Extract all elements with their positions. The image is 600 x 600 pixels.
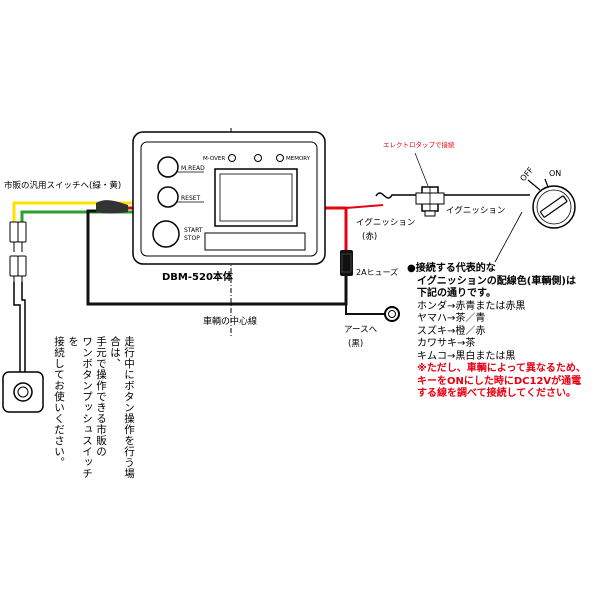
m-over-led: [228, 154, 236, 162]
electro-tap-label: エレクトロタップで接続: [383, 140, 455, 149]
fuse-label: 2Aヒューズ: [356, 267, 398, 277]
wire-bundle: [96, 200, 128, 214]
device-display: [214, 168, 298, 227]
start-stop-button: [152, 220, 180, 248]
push-switch-note: 走行中にボタン操作を行う場合は、 手元で操作できる市販の ワンボタンプッシュスイ…: [52, 336, 136, 486]
mread-button: [157, 156, 179, 178]
note-line: 接続してお使いください。: [53, 336, 65, 468]
info-title-line: イグニッションの配線色(車輌側)は: [417, 275, 576, 287]
maker-line: ホンダ→赤青または赤黒: [417, 300, 526, 312]
green-wire: [20, 210, 133, 222]
ground-label-1: アースへ: [344, 325, 378, 335]
vehicle-ignition-wire: [375, 192, 530, 199]
maker-line: カワサキ→茶: [417, 338, 476, 349]
ignition-red-label-2: (赤): [362, 232, 377, 242]
warning-line: する線を調べて接続してください。: [417, 388, 576, 399]
key-on-label: ON: [549, 169, 561, 178]
mread-label: M.READ: [181, 165, 205, 172]
reset-label: RESET: [181, 195, 201, 202]
ignition-vehicle-label: イグニッション: [446, 205, 505, 216]
maker-line: ヤマハ→茶／青: [417, 313, 486, 324]
key-off-label: OFF: [518, 165, 535, 183]
center-line-label: 車輌の中心線: [203, 315, 257, 327]
maker-line: キムコ→黒白または黒: [417, 350, 516, 362]
note-line: 走行中にボタン操作を行う場合は、: [109, 336, 135, 479]
ground-wire: [345, 300, 386, 315]
memory-led: [276, 154, 284, 162]
push-switch-button: [13, 382, 33, 402]
ground-label-2: (黒): [348, 339, 363, 349]
device-name: DBM-520本体: [162, 270, 234, 283]
switch-wire-label: 市販の汎用スイッチへ(緑・黄): [4, 180, 121, 191]
maker-line: スズキ→橙／赤: [417, 325, 486, 337]
device-frame: [140, 141, 318, 257]
key-slot: [540, 195, 568, 218]
note-line: 手元で操作できる市販の: [95, 336, 107, 457]
switch-cable-2: [21, 282, 26, 372]
ignition-tap-wire: [345, 204, 384, 209]
electro-tap: [415, 186, 445, 217]
electro-tap-leader: [414, 152, 429, 187]
warning-line: ※ただし、車輌によって異なるため、: [417, 363, 586, 374]
m-over-label: M-OVER: [203, 156, 225, 162]
info-title-line: ●接続する代表的な: [407, 263, 496, 274]
reset-button: [157, 186, 179, 208]
warning-line: キーをONにした時にDC12Vが通電: [417, 375, 582, 387]
switch-cable: [13, 282, 21, 372]
middle-led: [254, 154, 262, 162]
device-label-strip: [204, 232, 306, 251]
ignition-red-label-1: イグニッション: [356, 217, 415, 228]
info-leader: [494, 211, 523, 263]
memory-label: MEMORY: [286, 156, 311, 162]
note-line: ワンボタンプッシュスイッチを: [67, 336, 93, 479]
switch-connectors: [9, 221, 27, 282]
fuse-holder: [340, 250, 353, 276]
ignition-color-info: ●接続する代表的な イグニッションの配線色(車輌側)は 下記の通りです。 ホンダ…: [407, 263, 599, 401]
info-title-line: 下記の通りです。: [417, 288, 496, 299]
